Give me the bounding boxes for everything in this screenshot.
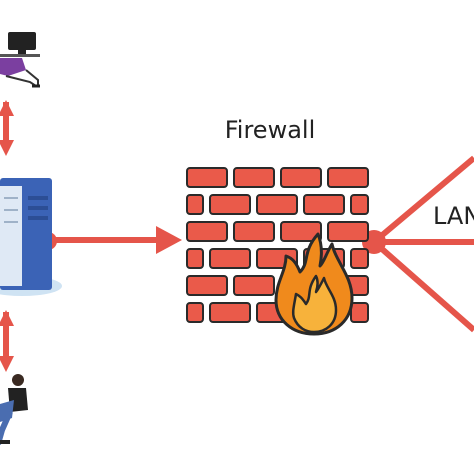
connector-top: [0, 100, 14, 156]
flame-icon: [274, 232, 354, 336]
server-icon: [0, 178, 62, 296]
firewall-label: Firewall: [224, 116, 316, 144]
connector-firewall-lan: [362, 155, 474, 333]
sitting-user-icon: [0, 374, 28, 445]
lan-label: LAN: [433, 202, 474, 230]
connector-bottom: [0, 310, 14, 372]
brick-wall-icon: [186, 167, 369, 323]
desk-user-icon: [0, 32, 40, 88]
connector-server-firewall: [39, 226, 182, 254]
